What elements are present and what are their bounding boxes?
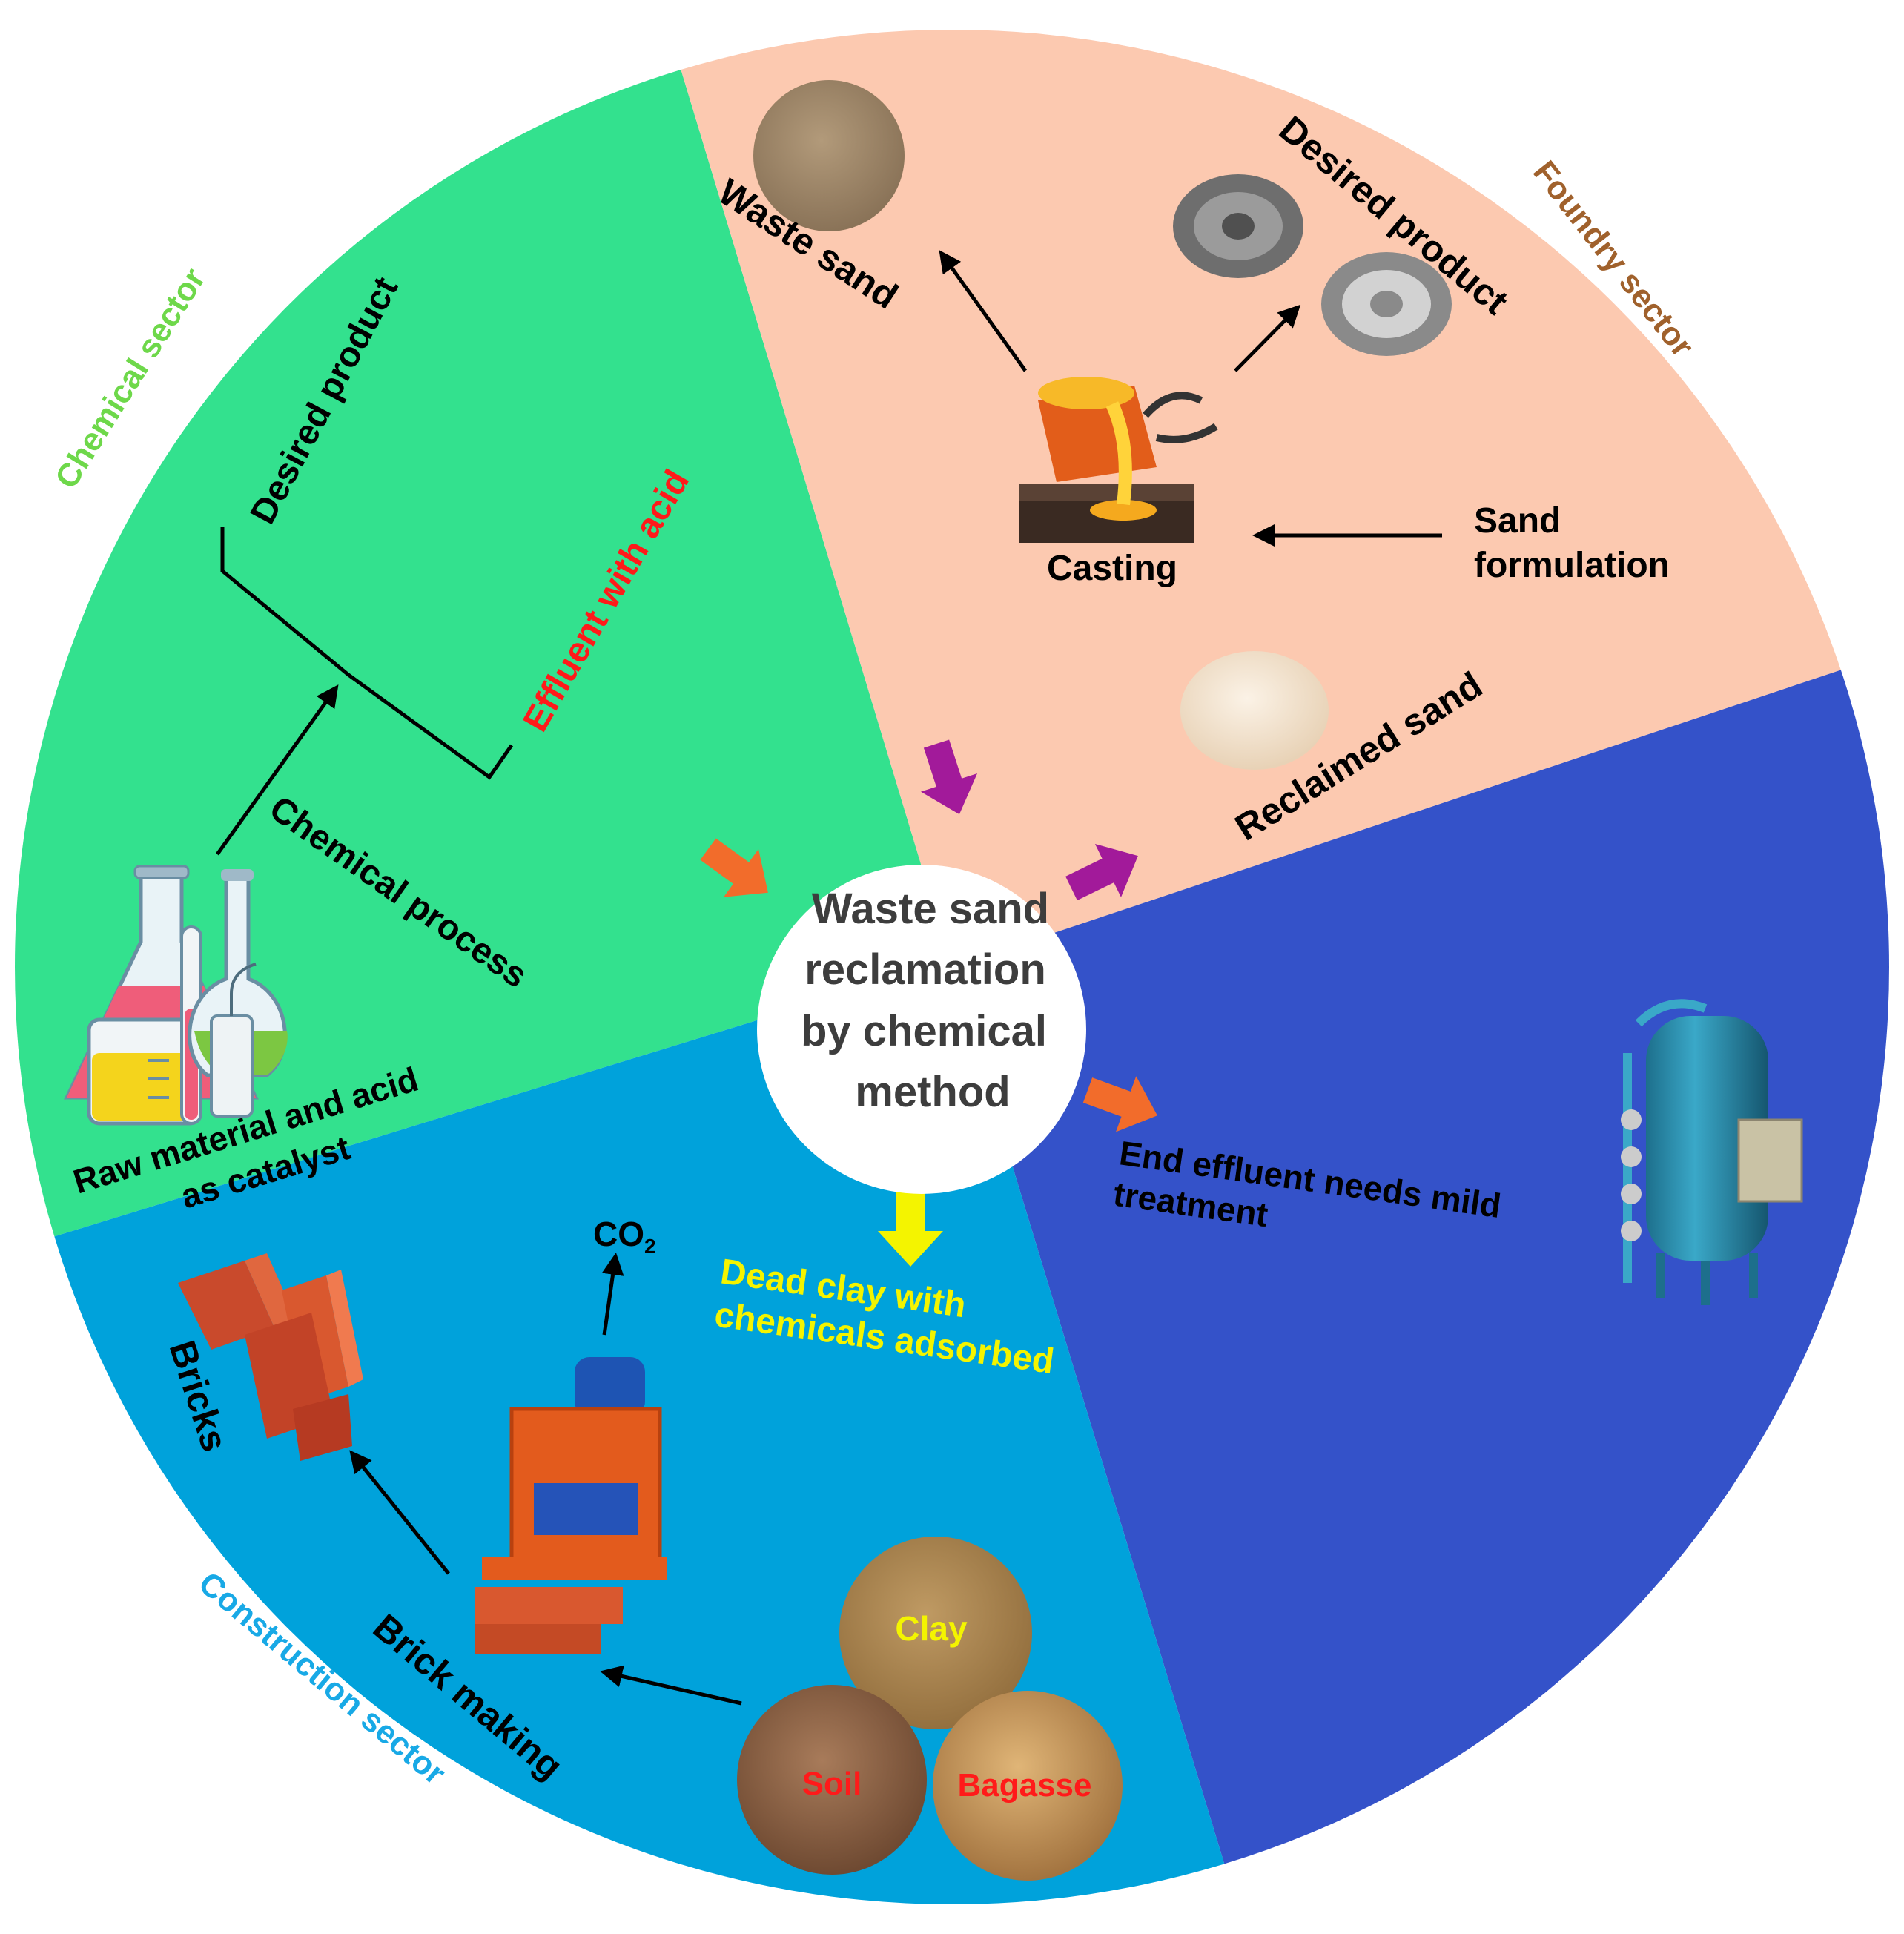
lab-glassware-icon <box>64 865 288 1126</box>
co2-label: CO2 <box>593 1215 656 1258</box>
clay-image <box>839 1537 1032 1729</box>
yellow-arrow-to-construction <box>878 1185 943 1267</box>
co2-main: CO <box>593 1215 644 1253</box>
co2-subscript: 2 <box>644 1235 656 1258</box>
chemical-flow-lines <box>215 527 514 856</box>
center-title-line3: by chemical <box>801 1007 1047 1055</box>
orange-arrow-from-chemical <box>700 838 768 897</box>
bagasse-image <box>933 1691 1123 1881</box>
bricks-icon <box>178 1253 363 1461</box>
casting-crucible-icon <box>1019 377 1218 543</box>
waste-sand-image <box>753 80 905 231</box>
sand-formulation-line2: formulation <box>1474 546 1670 585</box>
center-title: Waste sand reclamation by chemical metho… <box>801 885 1049 1116</box>
clay-label: Clay <box>895 1609 968 1648</box>
casting-label: Casting <box>1047 549 1177 588</box>
reclaimed-sand-image <box>1180 651 1329 770</box>
soil-image <box>737 1685 927 1875</box>
impeller-product-icon <box>1173 174 1452 356</box>
purple-arrow-from-foundry <box>920 739 978 815</box>
brick-machine-icon <box>475 1357 667 1654</box>
purple-arrow-to-reclaimed <box>1065 843 1138 901</box>
orange-arrow-to-effluent <box>1082 1076 1157 1132</box>
center-title-line2: reclamation <box>804 945 1046 994</box>
block-arrows <box>700 739 1157 1267</box>
soil-label: Soil <box>802 1766 862 1802</box>
sand-formulation-line1: Sand <box>1474 501 1561 541</box>
treatment-tank-icon <box>1621 999 1803 1305</box>
foundry-flow-arrows <box>939 250 1442 547</box>
center-title-line1: Waste sand <box>812 885 1049 933</box>
construction-flow-arrows <box>349 1253 742 1706</box>
bagasse-label: Bagasse <box>957 1767 1091 1803</box>
center-title-line4: method <box>855 1068 1010 1116</box>
center-circle <box>757 865 1086 1194</box>
